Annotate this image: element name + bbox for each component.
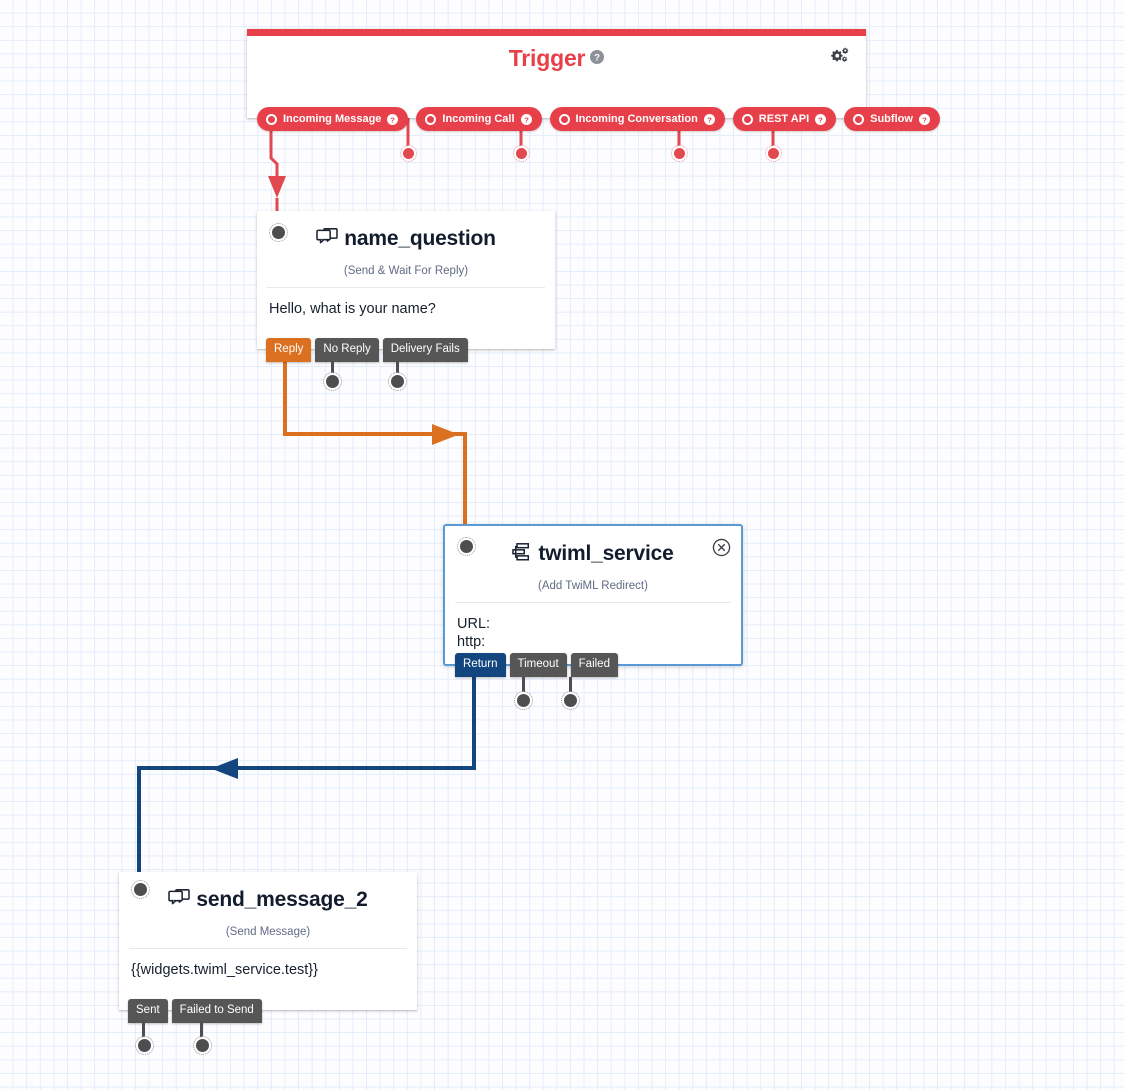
chat-bubbles-icon [168,888,191,912]
connection-return-to-send-message-2 [137,676,476,885]
trigger-pill-label: Incoming Call [442,113,515,125]
node-body: URL: http: [445,603,741,663]
transition-tab-sent[interactable]: Sent [128,999,168,1023]
help-circle-icon[interactable]: ? [815,113,827,125]
help-circle-icon[interactable]: ? [520,113,532,125]
node-subtitle: (Send & Wait For Reply) [343,265,469,277]
widget-node-name-question[interactable]: name_question (Send & Wait For Reply) He… [257,211,555,349]
node-body-text: {{widgets.twiml_service.test}} [131,962,318,978]
output-dot-timeout[interactable] [514,691,533,710]
node-header: twiml_service [445,526,741,574]
output-stub-failed [569,677,572,698]
twiml-service-transition-tabs: Return Timeout Failed [455,653,622,677]
svg-text:?: ? [707,115,712,124]
close-circle-icon[interactable] [712,538,731,557]
transition-tab-timeout[interactable]: Timeout [509,653,567,677]
trigger-output-dot-incoming-conversation[interactable] [513,145,530,162]
trigger-pill-label: Incoming Message [283,113,382,125]
node-body-line-url-label: URL: [457,616,491,632]
help-circle-icon[interactable]: ? [387,113,399,125]
trigger-pill-label: REST API [758,113,810,125]
page-title: Trigger [508,45,586,71]
output-stub-failed-to-send [200,1022,203,1043]
node-subtitle: (Send Message) [225,926,311,938]
svg-text:?: ? [391,115,396,124]
transition-tab-failed[interactable]: Failed [570,653,618,677]
trigger-pill-rest-api[interactable]: REST API ? [732,107,837,131]
trigger-node[interactable]: Trigger ? [247,29,940,131]
twiml-sitemap-icon [512,542,532,566]
output-dot-sent[interactable] [135,1036,154,1055]
output-stub-no-reply [331,361,334,382]
output-stub-delivery-fails [396,361,399,382]
trigger-pill-incoming-message[interactable]: Incoming Message ? [257,107,409,131]
output-dot-failed[interactable] [561,691,580,710]
circle-outline-icon [558,113,570,125]
send-message-2-transition-tabs: Sent Failed to Send [128,999,266,1023]
node-title: twiml_service [538,542,674,565]
name-question-transition-tabs: Reply No Reply Delivery Fails [266,338,472,362]
node-title: send_message_2 [196,888,368,911]
node-subtitle: (Add TwiML Redirect) [538,580,648,592]
divider [129,948,407,949]
transition-tab-delivery-fails[interactable]: Delivery Fails [382,338,468,362]
trigger-pill-list: Incoming Message ? Incoming Call ? Incom… [257,107,940,131]
output-stub-sent [142,1022,145,1043]
node-body-text: Hello, what is your name? [269,301,436,317]
divider [267,287,545,288]
help-circle-icon[interactable]: ? [918,113,930,125]
trigger-output-dot-incoming-call[interactable] [400,145,417,162]
transition-tab-return[interactable]: Return [455,653,506,677]
transition-tab-reply[interactable]: Reply [266,338,312,362]
circle-outline-icon [741,113,753,125]
trigger-title-row: Trigger ? [247,43,866,72]
node-input-dot[interactable] [457,537,476,556]
output-stub-timeout [522,677,525,698]
node-input-dot[interactable] [269,223,288,242]
divider [455,602,731,603]
node-title: name_question [344,227,496,250]
widget-node-twiml-service[interactable]: twiml_service (Add TwiML Redirect) URL: … [443,524,743,666]
trigger-pill-label: Incoming Conversation [575,113,698,125]
output-dot-delivery-fails[interactable] [388,372,407,391]
transition-tab-no-reply[interactable]: No Reply [315,338,379,362]
output-dot-no-reply[interactable] [323,372,342,391]
trigger-output-dot-subflow[interactable] [765,145,782,162]
trigger-output-dot-rest-api[interactable] [671,145,688,162]
transition-tab-failed-to-send[interactable]: Failed to Send [171,999,262,1023]
svg-text:?: ? [922,115,927,124]
gears-icon[interactable] [830,46,852,68]
output-dot-failed-to-send[interactable] [193,1036,212,1055]
trigger-pill-subflow[interactable]: Subflow ? [844,107,940,131]
connection-reply-to-twiml-service [283,362,467,536]
svg-text:?: ? [524,115,529,124]
node-header: name_question [257,211,555,259]
trigger-pill-incoming-call[interactable]: Incoming Call ? [416,107,542,131]
help-circle-icon[interactable]: ? [590,43,605,64]
help-circle-icon[interactable]: ? [703,113,715,125]
trigger-pill-incoming-conversation[interactable]: Incoming Conversation ? [549,107,725,131]
chat-bubbles-icon [316,227,339,251]
circle-outline-icon [266,113,277,125]
circle-outline-icon [425,113,437,125]
svg-text:?: ? [818,115,823,124]
widget-node-send-message-2[interactable]: send_message_2 (Send Message) {{widgets.… [119,872,417,1010]
node-header: send_message_2 [119,872,417,920]
trigger-pill-label: Subflow [870,113,913,125]
svg-text:?: ? [594,53,600,64]
circle-outline-icon [853,113,865,125]
node-body-line-url-value: http: [457,634,486,651]
node-input-dot[interactable] [131,880,150,899]
